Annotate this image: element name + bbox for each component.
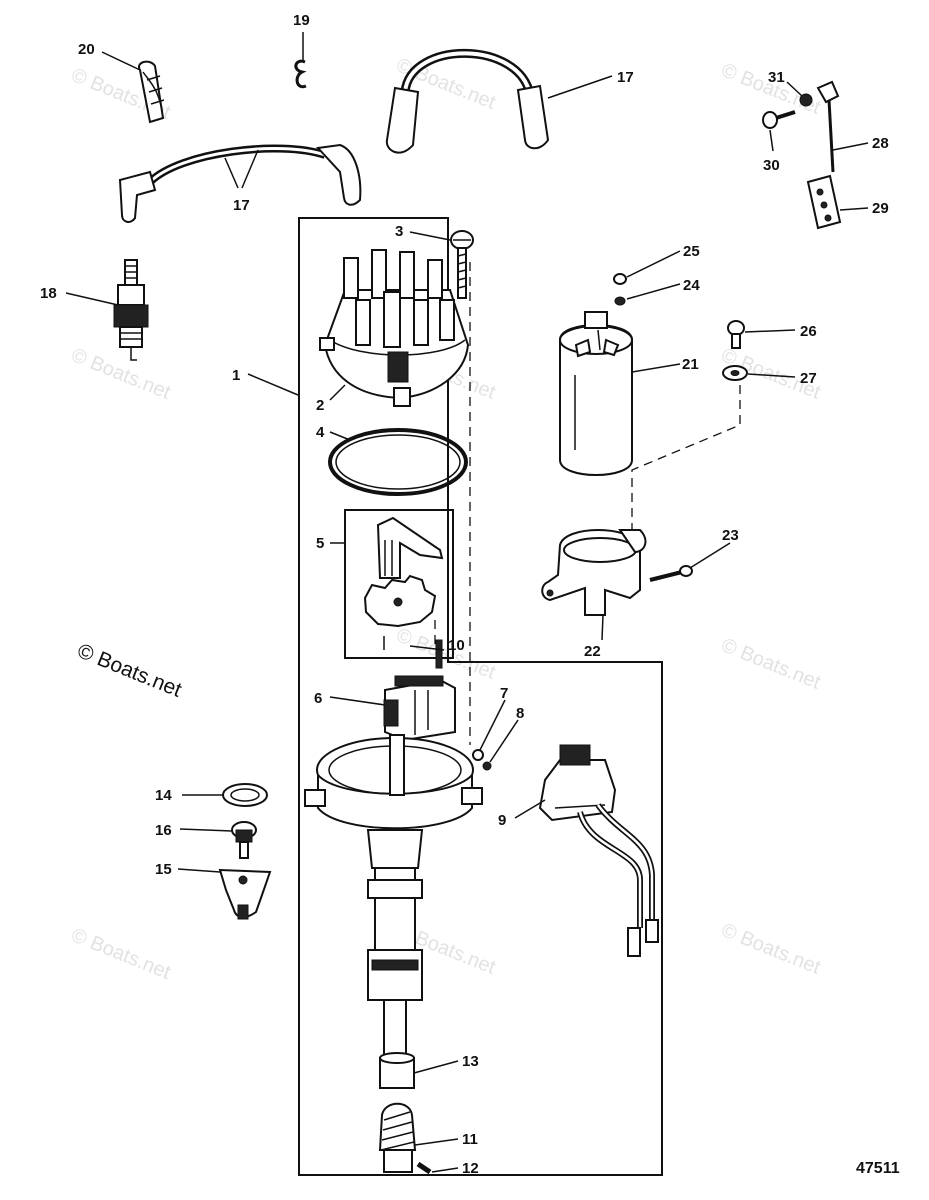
large-washer-part bbox=[222, 783, 268, 807]
distributor-cap-part bbox=[319, 249, 470, 407]
coil-washer-part bbox=[614, 296, 626, 306]
bracket-screw-part bbox=[649, 565, 693, 582]
screw-part bbox=[450, 230, 474, 299]
terminal-rod-part bbox=[816, 80, 840, 173]
callout-7: 7 bbox=[500, 685, 508, 702]
callout-24: 24 bbox=[683, 277, 700, 294]
distributor-housing-part bbox=[304, 734, 483, 1071]
coil-lead-part bbox=[385, 48, 550, 154]
clip-part bbox=[294, 59, 307, 89]
coil-bolt-part bbox=[727, 320, 745, 349]
callout-10: 10 bbox=[448, 637, 465, 654]
callout-2: 2 bbox=[316, 397, 324, 414]
callout-19: 19 bbox=[293, 12, 310, 29]
figure-number: 47511 bbox=[856, 1160, 900, 1177]
drive-gear-part bbox=[378, 1102, 417, 1173]
leader-lines bbox=[65, 32, 869, 1173]
callout-21: 21 bbox=[682, 356, 699, 373]
callout-17-lower: 17 bbox=[233, 197, 250, 214]
coil-washer-flat-part bbox=[722, 365, 748, 381]
callout-5: 5 bbox=[316, 535, 324, 552]
watermark: © Boats.net bbox=[68, 924, 174, 984]
hold-down-clamp-part bbox=[218, 868, 272, 920]
watermark: © Boats.net bbox=[718, 919, 824, 979]
callout-18: 18 bbox=[40, 285, 57, 302]
callout-labels: 20 19 17 17 18 3 1 2 4 5 10 6 7 8 9 14 1… bbox=[40, 12, 889, 1177]
callout-9: 9 bbox=[498, 812, 506, 829]
bushing-part bbox=[379, 1052, 415, 1089]
copyright-notice: © Boats.net bbox=[74, 639, 185, 702]
callout-14: 14 bbox=[155, 787, 172, 804]
callout-6: 6 bbox=[314, 690, 322, 707]
alignment-line bbox=[631, 385, 741, 540]
callout-31: 31 bbox=[768, 69, 785, 86]
washer-part bbox=[472, 749, 484, 761]
watermark: © Boats.net bbox=[393, 624, 499, 684]
spark-plug-lead-part bbox=[118, 143, 362, 223]
callout-16: 16 bbox=[155, 822, 172, 839]
separator-part bbox=[806, 174, 842, 230]
callout-23: 23 bbox=[722, 527, 739, 544]
callout-30: 30 bbox=[763, 157, 780, 174]
small-nut-part bbox=[799, 93, 813, 107]
callout-15: 15 bbox=[155, 861, 172, 878]
watermark: © Boats.net bbox=[718, 634, 824, 694]
callout-1: 1 bbox=[232, 367, 240, 384]
small-screw-part bbox=[435, 639, 443, 669]
callout-29: 29 bbox=[872, 200, 889, 217]
callout-22: 22 bbox=[584, 643, 601, 660]
ignition-coil-part bbox=[559, 311, 633, 476]
spark-plug-part bbox=[113, 259, 149, 361]
nut-part bbox=[482, 761, 492, 771]
rotor-kit-part bbox=[344, 509, 454, 659]
coil-bracket-part bbox=[541, 529, 647, 616]
callout-4: 4 bbox=[316, 424, 325, 441]
callout-8: 8 bbox=[516, 705, 524, 722]
coil-nut-part bbox=[613, 273, 627, 285]
callout-13: 13 bbox=[462, 1053, 479, 1070]
module-harness-part bbox=[538, 744, 659, 957]
callout-20: 20 bbox=[78, 41, 95, 58]
distributor-assembly-outline bbox=[298, 217, 663, 1176]
callout-25: 25 bbox=[683, 243, 700, 260]
watermarks: © Boats.net © Boats.net © Boats.net © Bo… bbox=[68, 54, 824, 984]
callout-12: 12 bbox=[462, 1160, 479, 1177]
gasket-part bbox=[328, 428, 468, 496]
callout-11: 11 bbox=[462, 1131, 478, 1148]
callout-27: 27 bbox=[800, 370, 817, 387]
ignition-module-part bbox=[383, 675, 456, 742]
wire-separator-part bbox=[138, 60, 165, 124]
callout-3: 3 bbox=[395, 223, 403, 240]
callout-28: 28 bbox=[872, 135, 889, 152]
callout-26: 26 bbox=[800, 323, 817, 340]
bolt-part bbox=[231, 821, 257, 859]
roll-pin-part bbox=[416, 1161, 432, 1175]
small-bolt-part bbox=[762, 110, 796, 129]
callout-17-upper: 17 bbox=[617, 69, 634, 86]
watermark: © Boats.net bbox=[68, 344, 174, 404]
